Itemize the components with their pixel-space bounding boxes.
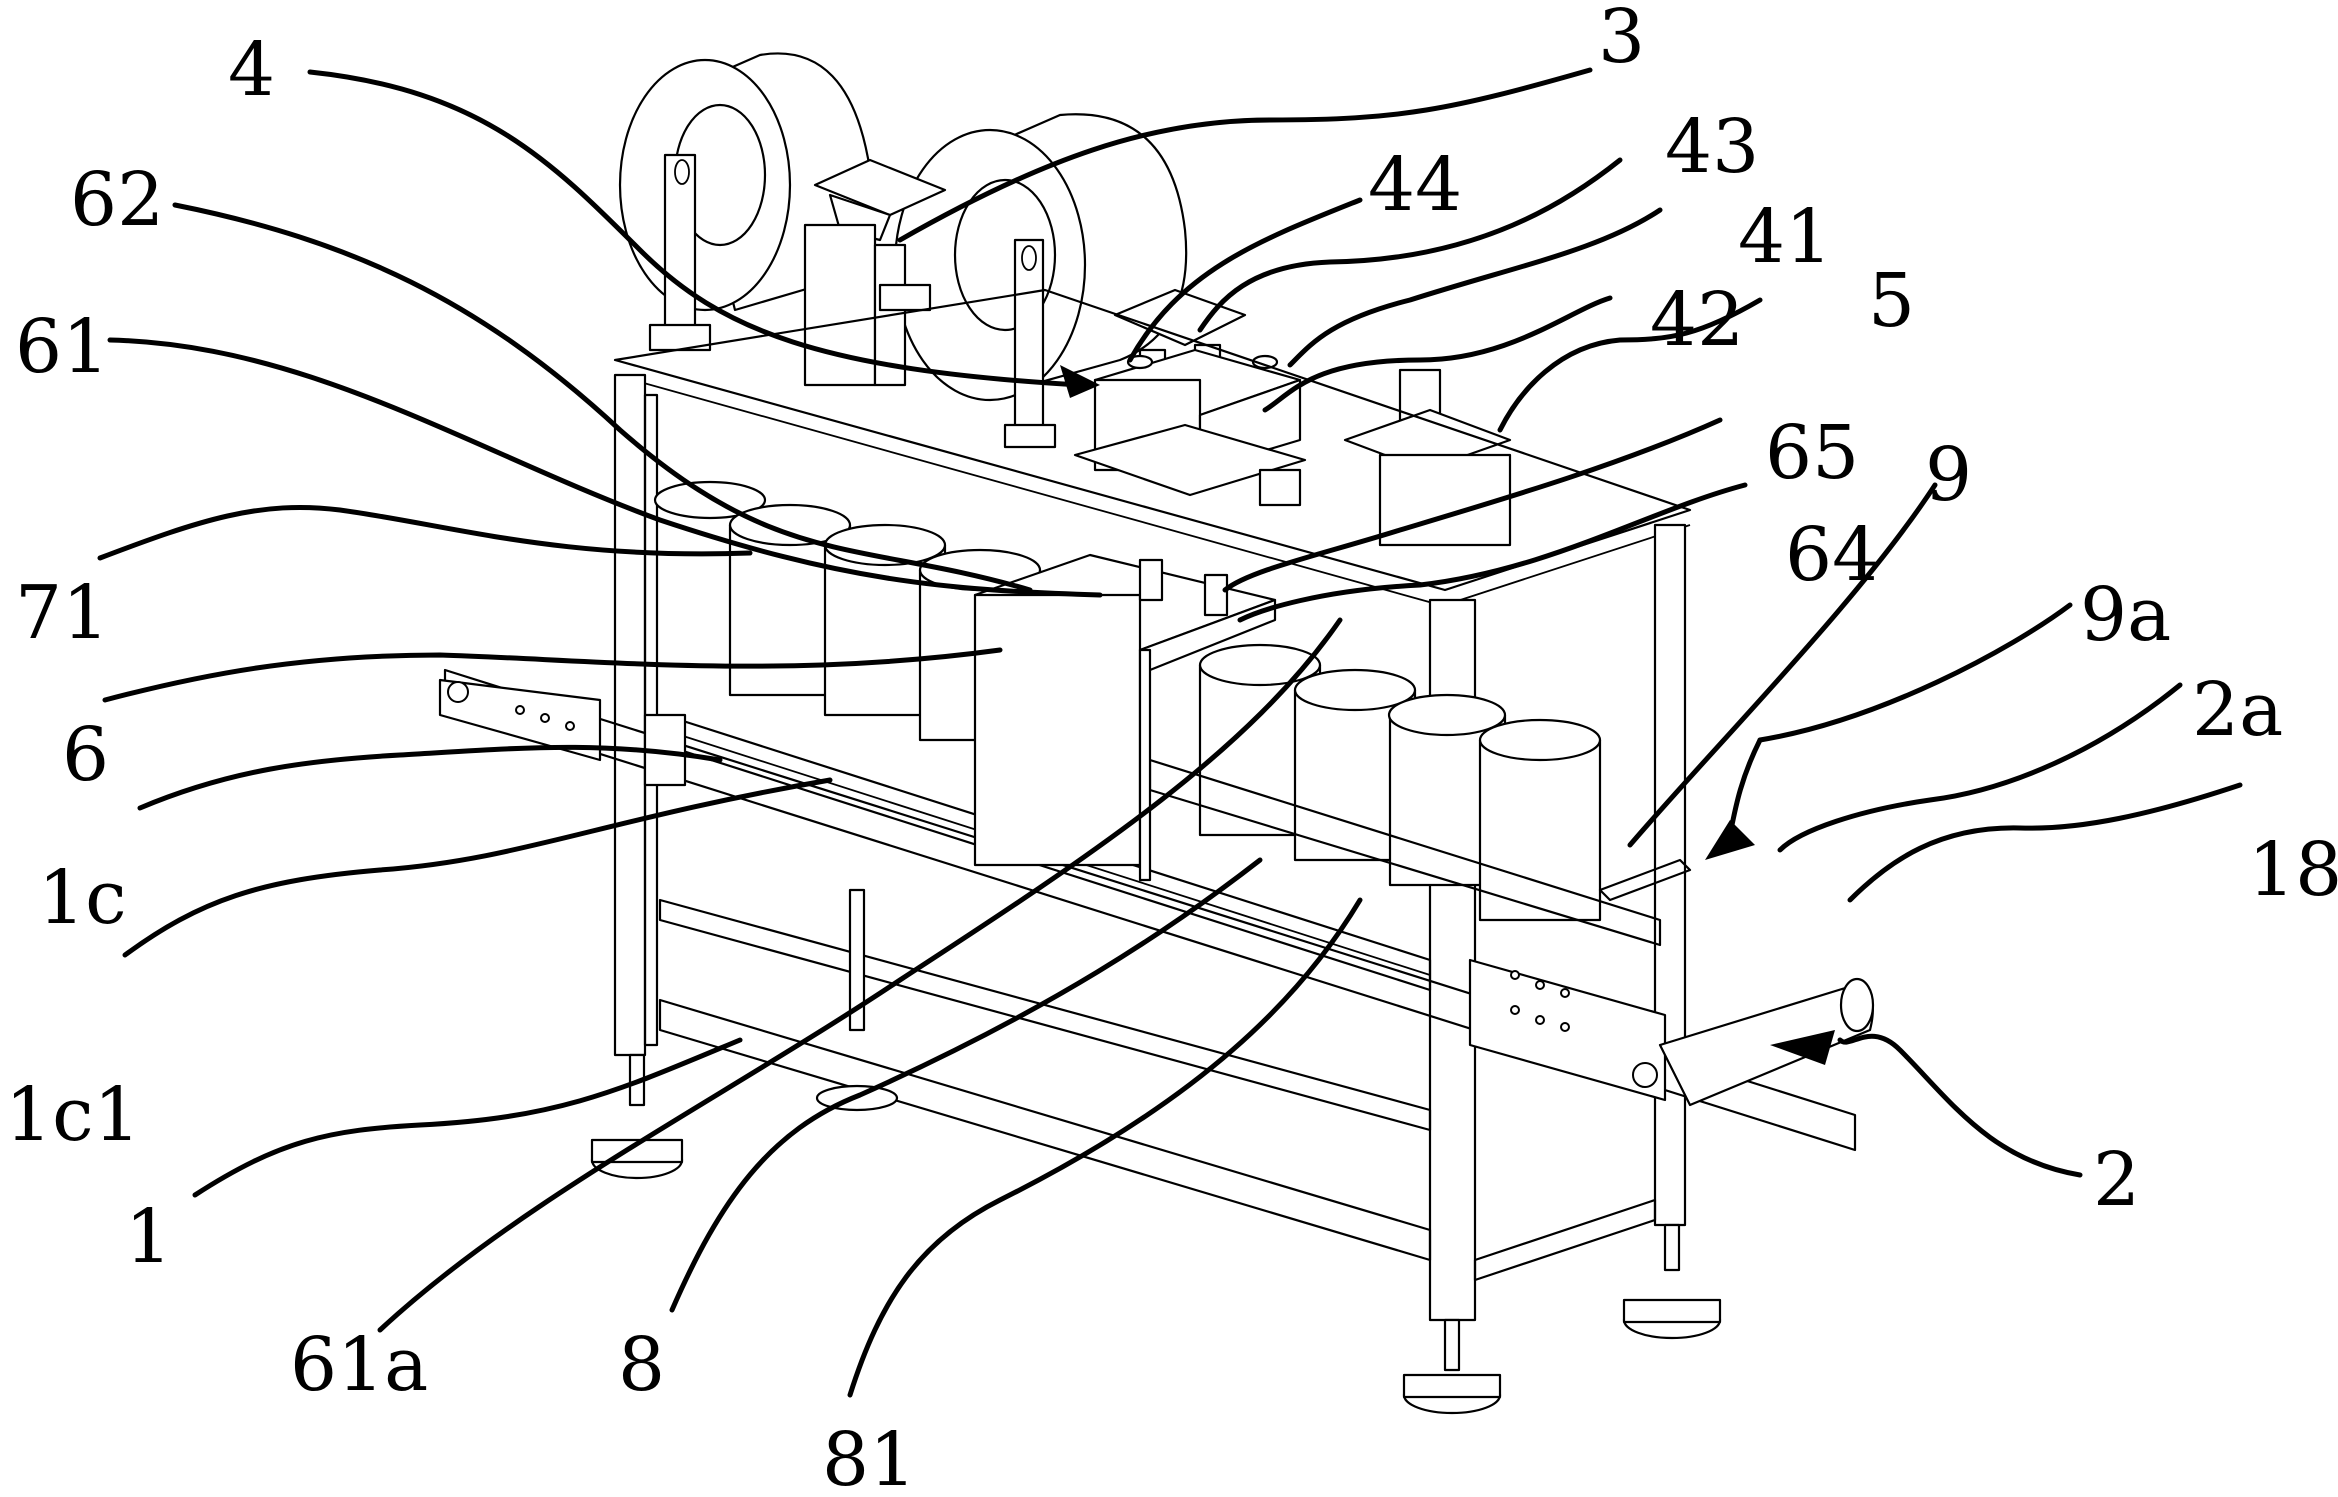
leader-43 [1197,157,1623,333]
label-61a: 61a [290,1322,428,1408]
label-9: 9 [1925,432,1972,518]
conveyor [438,668,1875,1152]
arrowhead-9a [1705,820,1755,860]
label-2a: 2a [2192,667,2283,753]
label-9a: 9a [2080,572,2171,658]
leader-6 [102,647,1003,703]
leader-64 [1237,482,1748,623]
label-1c1: 1c1 [5,1072,141,1158]
film-roll-left [618,52,873,352]
leader-81 [847,897,1363,1398]
label-71: 71 [15,570,109,656]
hopper-unit [803,158,947,387]
leader-42 [1262,295,1613,413]
leader-61a [377,617,1343,1333]
leader-61 [107,337,1103,598]
leader-2a [1777,682,2183,853]
leveling-feet [590,888,1722,1415]
label-6: 6 [62,712,109,798]
arrowhead-2 [1770,1030,1835,1065]
label-5: 5 [1868,258,1915,344]
label-4: 4 [228,27,275,113]
conveyor-bolt-holes [515,705,1570,1032]
guide-rail [1598,858,1692,902]
leader-1c1 [122,777,833,958]
label-65: 65 [1765,410,1859,496]
label-42: 42 [1650,277,1744,363]
leader-71 [97,504,753,561]
leader-1 [192,1037,743,1198]
leader-2 [1837,1033,2083,1178]
label-43: 43 [1665,104,1759,190]
leader-9 [1627,482,1938,848]
leader-lines [97,67,2243,1398]
label-3: 3 [1598,0,1645,80]
leader-62 [172,202,1033,593]
label-18: 18 [2248,827,2338,913]
label-44: 44 [1368,142,1462,228]
leader-44 [1127,197,1363,363]
leader-41 [1287,207,1663,368]
leader-9a [1757,602,2073,743]
label-1: 1 [125,1194,172,1280]
reference-labels: 4 3 44 43 41 42 5 62 61 65 64 9 9a 2a 18… [5,0,2338,1497]
leader-1c [137,744,723,811]
leader-18 [1847,782,2243,903]
arrowhead-4 [1060,365,1100,398]
leader-8 [669,857,1263,1313]
frame-top-plate [613,288,1692,606]
leader-65 [1222,417,1723,593]
label-81: 81 [822,1417,916,1497]
label-64: 64 [1785,512,1879,598]
label-2: 2 [2093,1137,2140,1223]
leader-4 [307,69,1083,388]
label-62: 62 [70,157,164,243]
label-8: 8 [618,1322,665,1408]
leader-9a-tail [1727,737,1763,838]
machine-body [438,52,1875,1415]
label-1c: 1c [38,855,127,941]
label-61: 61 [15,304,109,390]
label-41: 41 [1738,194,1832,280]
leader-5 [1497,297,1763,433]
leader-3 [897,67,1593,243]
